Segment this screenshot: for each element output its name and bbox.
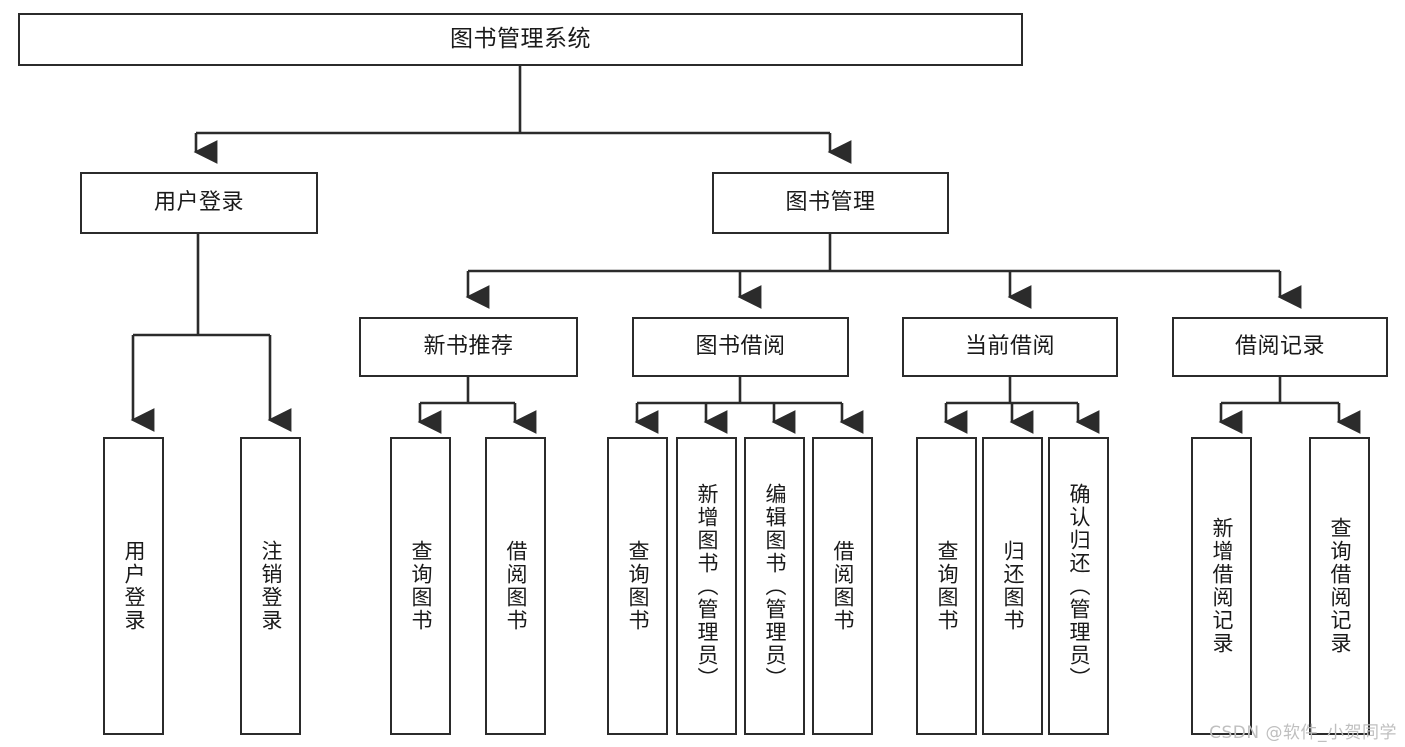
node-leaf-borrow-book-1-label: 借阅图书 [503, 540, 528, 632]
node-leaf-return-book-label: 归还图书 [1000, 540, 1025, 632]
node-new-book-recommend[interactable]: 新书推荐 [359, 317, 578, 377]
node-leaf-add-book-admin[interactable]: 新增图书（管理员） [676, 437, 737, 735]
node-leaf-borrow-book-2-label: 借阅图书 [830, 540, 855, 632]
node-leaf-user-login-label: 用户登录 [121, 540, 146, 632]
node-leaf-confirm-return-admin-label: 确认归还（管理员） [1066, 482, 1091, 690]
node-leaf-return-book[interactable]: 归还图书 [982, 437, 1043, 735]
node-leaf-logout-label: 注销登录 [258, 540, 283, 632]
node-book-manage-label: 图书管理 [785, 190, 876, 216]
node-current-borrow[interactable]: 当前借阅 [902, 317, 1118, 377]
node-leaf-query-record-label: 查询借阅记录 [1327, 517, 1352, 655]
node-leaf-confirm-return-admin[interactable]: 确认归还（管理员） [1048, 437, 1109, 735]
watermark: CSDN @软件_小贺同学 [1209, 723, 1397, 743]
node-borrow-record-label: 借阅记录 [1234, 334, 1325, 360]
node-user-login-label: 用户登录 [153, 190, 244, 216]
node-book-manage[interactable]: 图书管理 [712, 172, 949, 234]
node-leaf-edit-book-admin-label: 编辑图书（管理员） [762, 482, 787, 690]
node-leaf-query-record[interactable]: 查询借阅记录 [1309, 437, 1370, 735]
node-leaf-query-book-3[interactable]: 查询图书 [916, 437, 977, 735]
node-book-borrow-label: 图书借阅 [695, 334, 786, 360]
node-borrow-record[interactable]: 借阅记录 [1172, 317, 1388, 377]
node-leaf-add-book-admin-label: 新增图书（管理员） [694, 482, 719, 690]
node-leaf-borrow-book-2[interactable]: 借阅图书 [812, 437, 873, 735]
node-root[interactable]: 图书管理系统 [18, 13, 1023, 66]
node-leaf-add-record[interactable]: 新增借阅记录 [1191, 437, 1252, 735]
node-leaf-query-book-2-label: 查询图书 [625, 540, 650, 632]
node-leaf-logout[interactable]: 注销登录 [240, 437, 301, 735]
node-leaf-borrow-book-1[interactable]: 借阅图书 [485, 437, 546, 735]
node-root-label: 图书管理系统 [450, 26, 591, 53]
node-leaf-query-book-3-label: 查询图书 [934, 540, 959, 632]
node-leaf-add-record-label: 新增借阅记录 [1209, 517, 1234, 655]
node-user-login[interactable]: 用户登录 [80, 172, 318, 234]
node-leaf-query-book-2[interactable]: 查询图书 [607, 437, 668, 735]
node-book-borrow[interactable]: 图书借阅 [632, 317, 849, 377]
node-new-book-recommend-label: 新书推荐 [423, 334, 514, 360]
node-current-borrow-label: 当前借阅 [964, 334, 1055, 360]
node-leaf-query-book-1[interactable]: 查询图书 [390, 437, 451, 735]
node-leaf-query-book-1-label: 查询图书 [408, 540, 433, 632]
node-leaf-user-login[interactable]: 用户登录 [103, 437, 164, 735]
node-leaf-edit-book-admin[interactable]: 编辑图书（管理员） [744, 437, 805, 735]
